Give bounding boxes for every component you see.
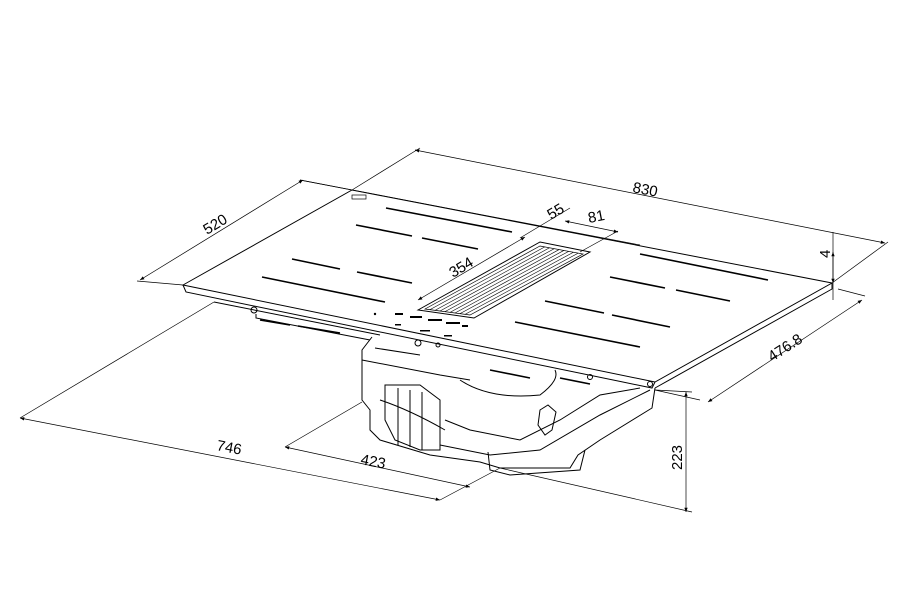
vent-grille-line (454, 251, 569, 314)
dim-width-830: 830 (631, 179, 659, 200)
dim-cutout-width-746: 746 (215, 437, 243, 458)
hob-housing (213, 301, 656, 476)
touch-controls (373, 312, 468, 337)
dim-thickness-4: 4 (817, 250, 834, 258)
vent-grille-line (429, 246, 545, 310)
downdraft-vent (416, 241, 592, 319)
dim-vent-width-55: 55 (544, 200, 567, 223)
dim-cutout-depth-476-8: 476.8 (765, 331, 806, 366)
dim-vent-length-354: 354 (446, 254, 476, 281)
dim-vent-offset-81: 81 (587, 207, 607, 227)
vent-grille-line (434, 247, 550, 311)
vent-grille-line (459, 251, 574, 314)
dim-depth-520: 520 (200, 211, 230, 238)
dim-height-223: 223 (669, 445, 686, 470)
dimension-lines (19, 147, 889, 513)
dim-body-width-423: 423 (359, 451, 387, 472)
